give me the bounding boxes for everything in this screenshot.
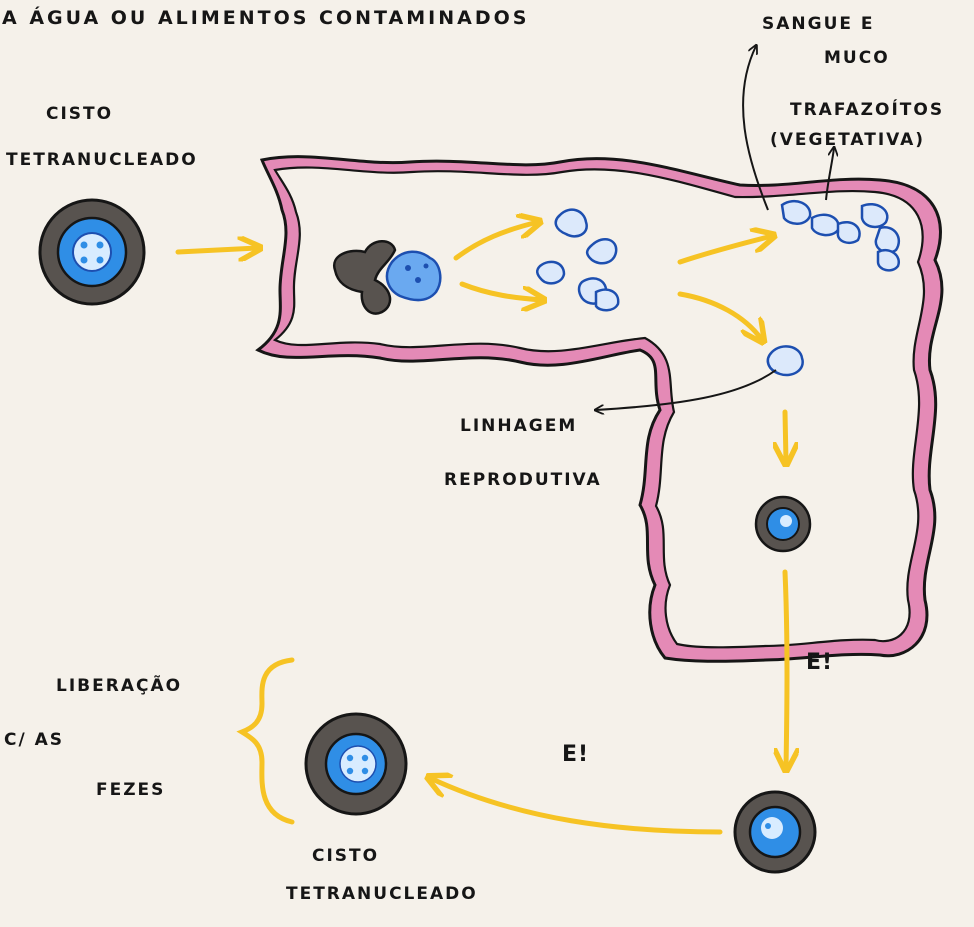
label-reproductive-2: REPRODUTIVA (444, 470, 602, 490)
release-brace (242, 660, 292, 822)
label-cyst-output-1: CISTO (312, 846, 379, 866)
output-cyst (306, 714, 406, 814)
label-release-3: FEZES (96, 780, 165, 800)
label-release-2: C/ AS (4, 730, 64, 750)
label-release-1: LIBERAÇÃO (56, 676, 182, 696)
label-blood-mucus-1: SANGUE E (762, 14, 875, 34)
label-blood-mucus-2: MUCO (824, 48, 890, 68)
label-cyst-input-1: CISTO (46, 104, 113, 124)
reproductive-trophozoite (768, 346, 803, 375)
label-trophozoites-1: TRAFAZOÍTOS (790, 100, 944, 120)
arrow-cyst-to-intestine (178, 248, 258, 252)
input-cyst (40, 200, 144, 304)
label-excretion-1: E! (806, 650, 833, 675)
label-excretion-2: E! (562, 742, 589, 767)
colon-cyst (756, 497, 810, 551)
excreted-cyst (735, 792, 815, 872)
label-cyst-output-2: TETRANUCLEADO (286, 884, 478, 904)
label-cyst-input-2: TETRANUCLEADO (6, 150, 198, 170)
arrow-to-colon-cyst (785, 412, 786, 462)
label-trophozoites-2: (VEGETATIVA) (770, 130, 925, 150)
arrow-to-output-cyst (430, 778, 720, 832)
header-text: A ÁGUA OU ALIMENTOS CONTAMINADOS (2, 6, 529, 29)
arrow-excretion-down (785, 572, 787, 768)
label-reproductive-1: LINHAGEM (460, 416, 577, 436)
